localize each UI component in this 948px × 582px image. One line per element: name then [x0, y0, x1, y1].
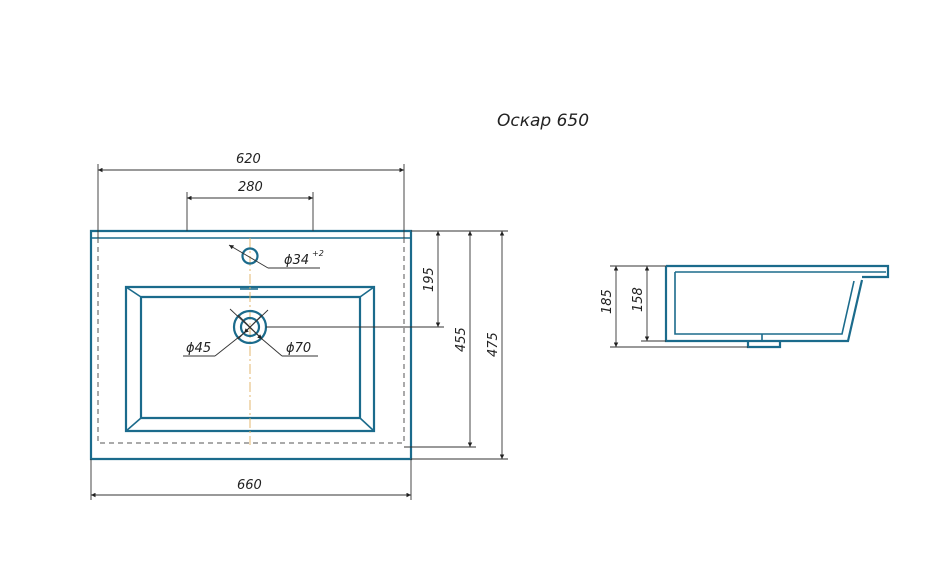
tap-hole-diameter-label: ϕ34: [284, 253, 309, 268]
top-view: ϕ34 +2 ϕ45 ϕ70 620 280 660 195: [89, 152, 508, 500]
drain-inner-leader: [243, 309, 269, 334]
tap-hole: [241, 247, 259, 265]
dim-455-label: 455: [454, 327, 469, 352]
drain-outer-leader: [229, 308, 263, 340]
side-view: 185 158: [600, 264, 890, 349]
bowl-corner-line-tr: [359, 286, 375, 298]
drain-outer-diameter-label: ϕ70: [286, 341, 311, 356]
side-bowl-inner-outline: [674, 272, 855, 335]
bowl-corner-line-br: [359, 417, 375, 432]
cabinet-hidden-outline: [97, 238, 405, 444]
tap-hole-leader: [228, 244, 269, 269]
drain-inner-diameter-label: ϕ45: [186, 341, 211, 356]
bowl-corner-line-bl: [125, 417, 142, 432]
drain-outer-leader-line: [261, 338, 283, 357]
dim-280-label: 280: [238, 180, 263, 195]
bowl-corner-line-tl: [125, 286, 142, 298]
sink-outer-outline: [89, 229, 413, 461]
dim-185-label: 185: [600, 289, 615, 314]
tap-hole-tolerance-label: +2: [312, 249, 324, 258]
dim-158-label: 158: [631, 287, 646, 312]
side-drain-stub: [746, 341, 782, 349]
side-bowl-outline: [664, 266, 864, 343]
dim-195-label: 195: [422, 267, 437, 292]
side-rim-outline: [666, 264, 890, 279]
dim-620-label: 620: [236, 152, 261, 167]
bowl-inner-outline: [139, 295, 362, 420]
product-title: Оскар 650: [497, 111, 589, 131]
drain-inner-leader-line: [214, 332, 245, 357]
dim-660-label: 660: [237, 478, 262, 493]
dim-475-label: 475: [486, 332, 501, 357]
drain-inner-circle: [239, 316, 261, 338]
